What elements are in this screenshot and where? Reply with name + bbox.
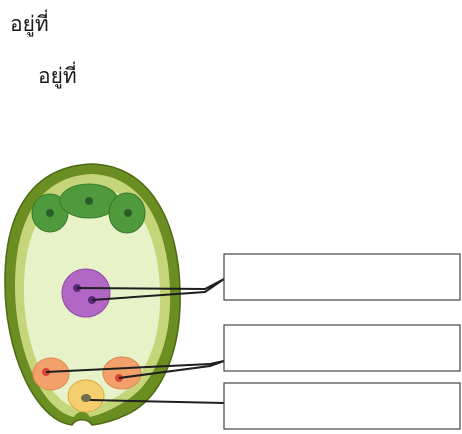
label-box-1 — [224, 254, 460, 300]
egg-nucleus — [81, 394, 91, 402]
antipodal-nucleus-middle — [85, 197, 93, 205]
synergid-right — [103, 357, 141, 389]
synergid-left — [33, 358, 69, 390]
central-cell — [62, 269, 110, 317]
label-box-2 — [224, 325, 460, 371]
label-box-3 — [224, 383, 460, 429]
antipodal-nucleus-right — [124, 209, 132, 217]
antipodal-nucleus-left — [46, 209, 54, 217]
